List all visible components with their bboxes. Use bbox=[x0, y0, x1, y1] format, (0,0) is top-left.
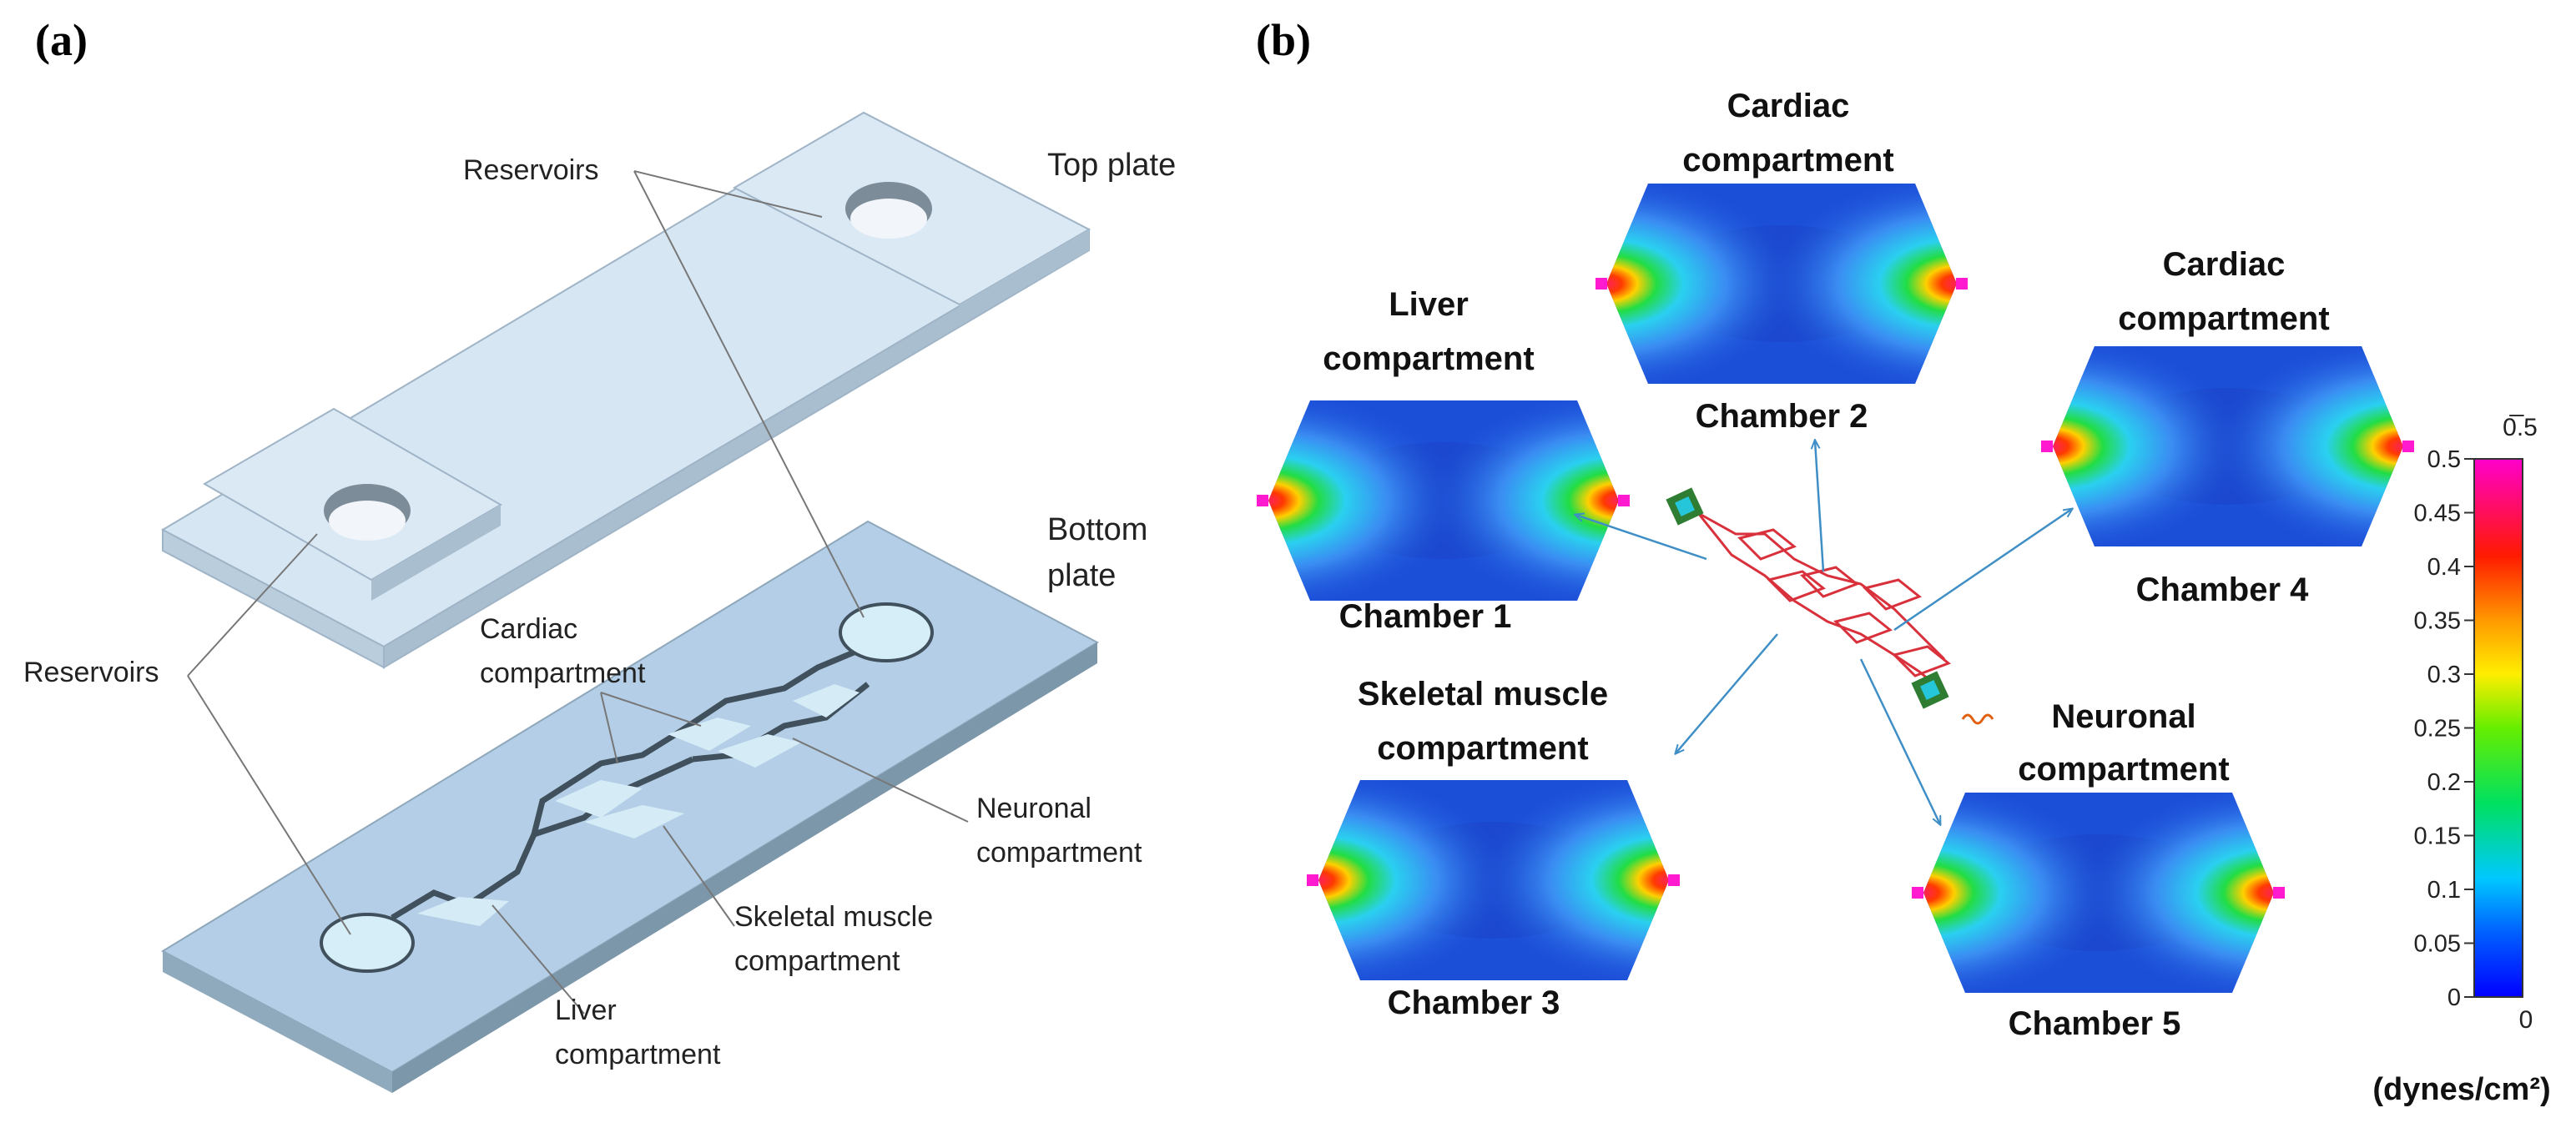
label-neuronal-1: Neuronal bbox=[976, 793, 1091, 824]
reservoir-well-right bbox=[839, 602, 934, 662]
colorbar-tick-label: 0.45 bbox=[2414, 501, 2461, 527]
panel-a-leader-lines bbox=[187, 170, 969, 1015]
label-chamber-3: Chamber 3 bbox=[1388, 984, 1560, 1021]
colorbar-tick-label: 0.2 bbox=[2427, 769, 2461, 796]
label-chamber-2: Chamber 2 bbox=[1696, 398, 1868, 435]
device-schematic bbox=[1666, 487, 1994, 725]
colorbar-unit: (dynes/cm²) bbox=[2372, 1072, 2550, 1107]
top-plate bbox=[160, 111, 1091, 669]
label-skeletal-1: Skeletal muscle bbox=[1358, 676, 1608, 713]
compartment-wells bbox=[417, 684, 860, 926]
arrow-to-chamber-4 bbox=[1893, 509, 2072, 632]
label-neuronal-1: Neuronal bbox=[2051, 698, 2195, 735]
colorbar-tick-label: 0.4 bbox=[2427, 554, 2461, 581]
label-neuronal-2: compartment bbox=[2018, 751, 2229, 788]
top-block-left-side bbox=[371, 505, 501, 601]
colorbar-tick-label: 0.15 bbox=[2414, 823, 2461, 850]
colorbar-tick-label: 0.05 bbox=[2414, 931, 2461, 958]
label-skeletal-2: compartment bbox=[1377, 730, 1588, 767]
chamber-port-tabs bbox=[1257, 278, 2414, 899]
label-skeletal-1: Skeletal muscle bbox=[734, 901, 933, 933]
reservoir-hole-top-right-inner bbox=[850, 199, 927, 239]
chamber-4-map bbox=[2053, 346, 2403, 546]
label-neuronal-2: compartment bbox=[976, 837, 1142, 869]
chamber-5-map bbox=[1923, 793, 2274, 993]
label-cardiac-top-1: Cardiac bbox=[1727, 88, 1850, 124]
label-skeletal-2: compartment bbox=[734, 945, 900, 977]
reservoir-well-left bbox=[320, 913, 415, 973]
label-cardiac-2: compartment bbox=[480, 657, 646, 689]
label-liver-1: Liver bbox=[555, 994, 617, 1026]
label-bottom-plate-2: plate bbox=[1047, 558, 1116, 593]
colorbar-tick-label: 0.3 bbox=[2427, 662, 2461, 688]
panel-b-label: (b) bbox=[1256, 15, 1311, 65]
label-chamber-4: Chamber 4 bbox=[2136, 572, 2309, 608]
label-liver-1: Liver bbox=[1389, 286, 1469, 323]
colorbar-ticks: 0.5 0.45 0.4 0.35 0.3 0.25 0.2 0.15 0.1 0.05 0 bbox=[2414, 446, 2474, 1011]
label-top-plate: Top plate bbox=[1047, 148, 1176, 183]
panel-a-label: (a) bbox=[35, 15, 88, 65]
label-liver-2: compartment bbox=[555, 1039, 721, 1070]
chamber-3-map bbox=[1318, 780, 1669, 980]
colorbar-bottom-label: 0 bbox=[2519, 1006, 2533, 1034]
label-chamber-1: Chamber 1 bbox=[1339, 598, 1512, 635]
panel-b-labels: Cardiac compartment Chamber 2 Liver comp… bbox=[1323, 88, 2329, 1042]
colorbar-top-label: 0̅.5 bbox=[2503, 414, 2538, 441]
label-reservoirs-left: Reservoirs bbox=[23, 657, 159, 688]
arrow-to-chamber-5 bbox=[1859, 658, 1940, 824]
top-block-right-side bbox=[960, 229, 1089, 325]
label-cardiac-top-2: compartment bbox=[1682, 142, 1893, 179]
colorbar-tick-label: 0 bbox=[2447, 984, 2461, 1011]
colorbar-gradient bbox=[2473, 458, 2523, 998]
panel-b-arrows bbox=[1575, 441, 2072, 824]
label-bottom-plate-1: Bottom bbox=[1047, 512, 1147, 547]
colorbar-tick-label: 0.35 bbox=[2414, 608, 2461, 635]
bottom-plate-front-face bbox=[163, 951, 392, 1093]
label-cardiac-right-2: compartment bbox=[2118, 300, 2329, 337]
label-liver-2: compartment bbox=[1323, 340, 1534, 377]
colorbar: 0.5 0.45 0.4 0.35 0.3 0.25 0.2 0.15 0.1 0.05 0 0̅.… bbox=[2372, 414, 2550, 1107]
colorbar-tick-label: 0.25 bbox=[2414, 716, 2461, 743]
chamber-2-map bbox=[1606, 184, 1957, 384]
bottom-plate-side-face bbox=[392, 642, 1097, 1093]
arrow-to-chamber-3 bbox=[1676, 633, 1778, 753]
panel-a-labels: Reservoirs Top plate Bottom plate Reserv… bbox=[23, 148, 1176, 1070]
arrow-to-chamber-2 bbox=[1815, 441, 1825, 572]
label-cardiac-right-1: Cardiac bbox=[2163, 246, 2286, 283]
arrow-to-chamber-1 bbox=[1575, 515, 1707, 561]
label-reservoirs-top: Reservoirs bbox=[463, 154, 598, 186]
colorbar-tick-label: 0.5 bbox=[2427, 446, 2461, 473]
reservoir-hole-top-left-inner bbox=[329, 501, 406, 541]
chamber-1-map bbox=[1268, 400, 1619, 601]
label-cardiac-1: Cardiac bbox=[480, 613, 577, 645]
bottom-plate bbox=[160, 520, 1100, 1093]
label-chamber-5: Chamber 5 bbox=[2009, 1005, 2181, 1042]
colorbar-tick-label: 0.1 bbox=[2427, 877, 2461, 904]
